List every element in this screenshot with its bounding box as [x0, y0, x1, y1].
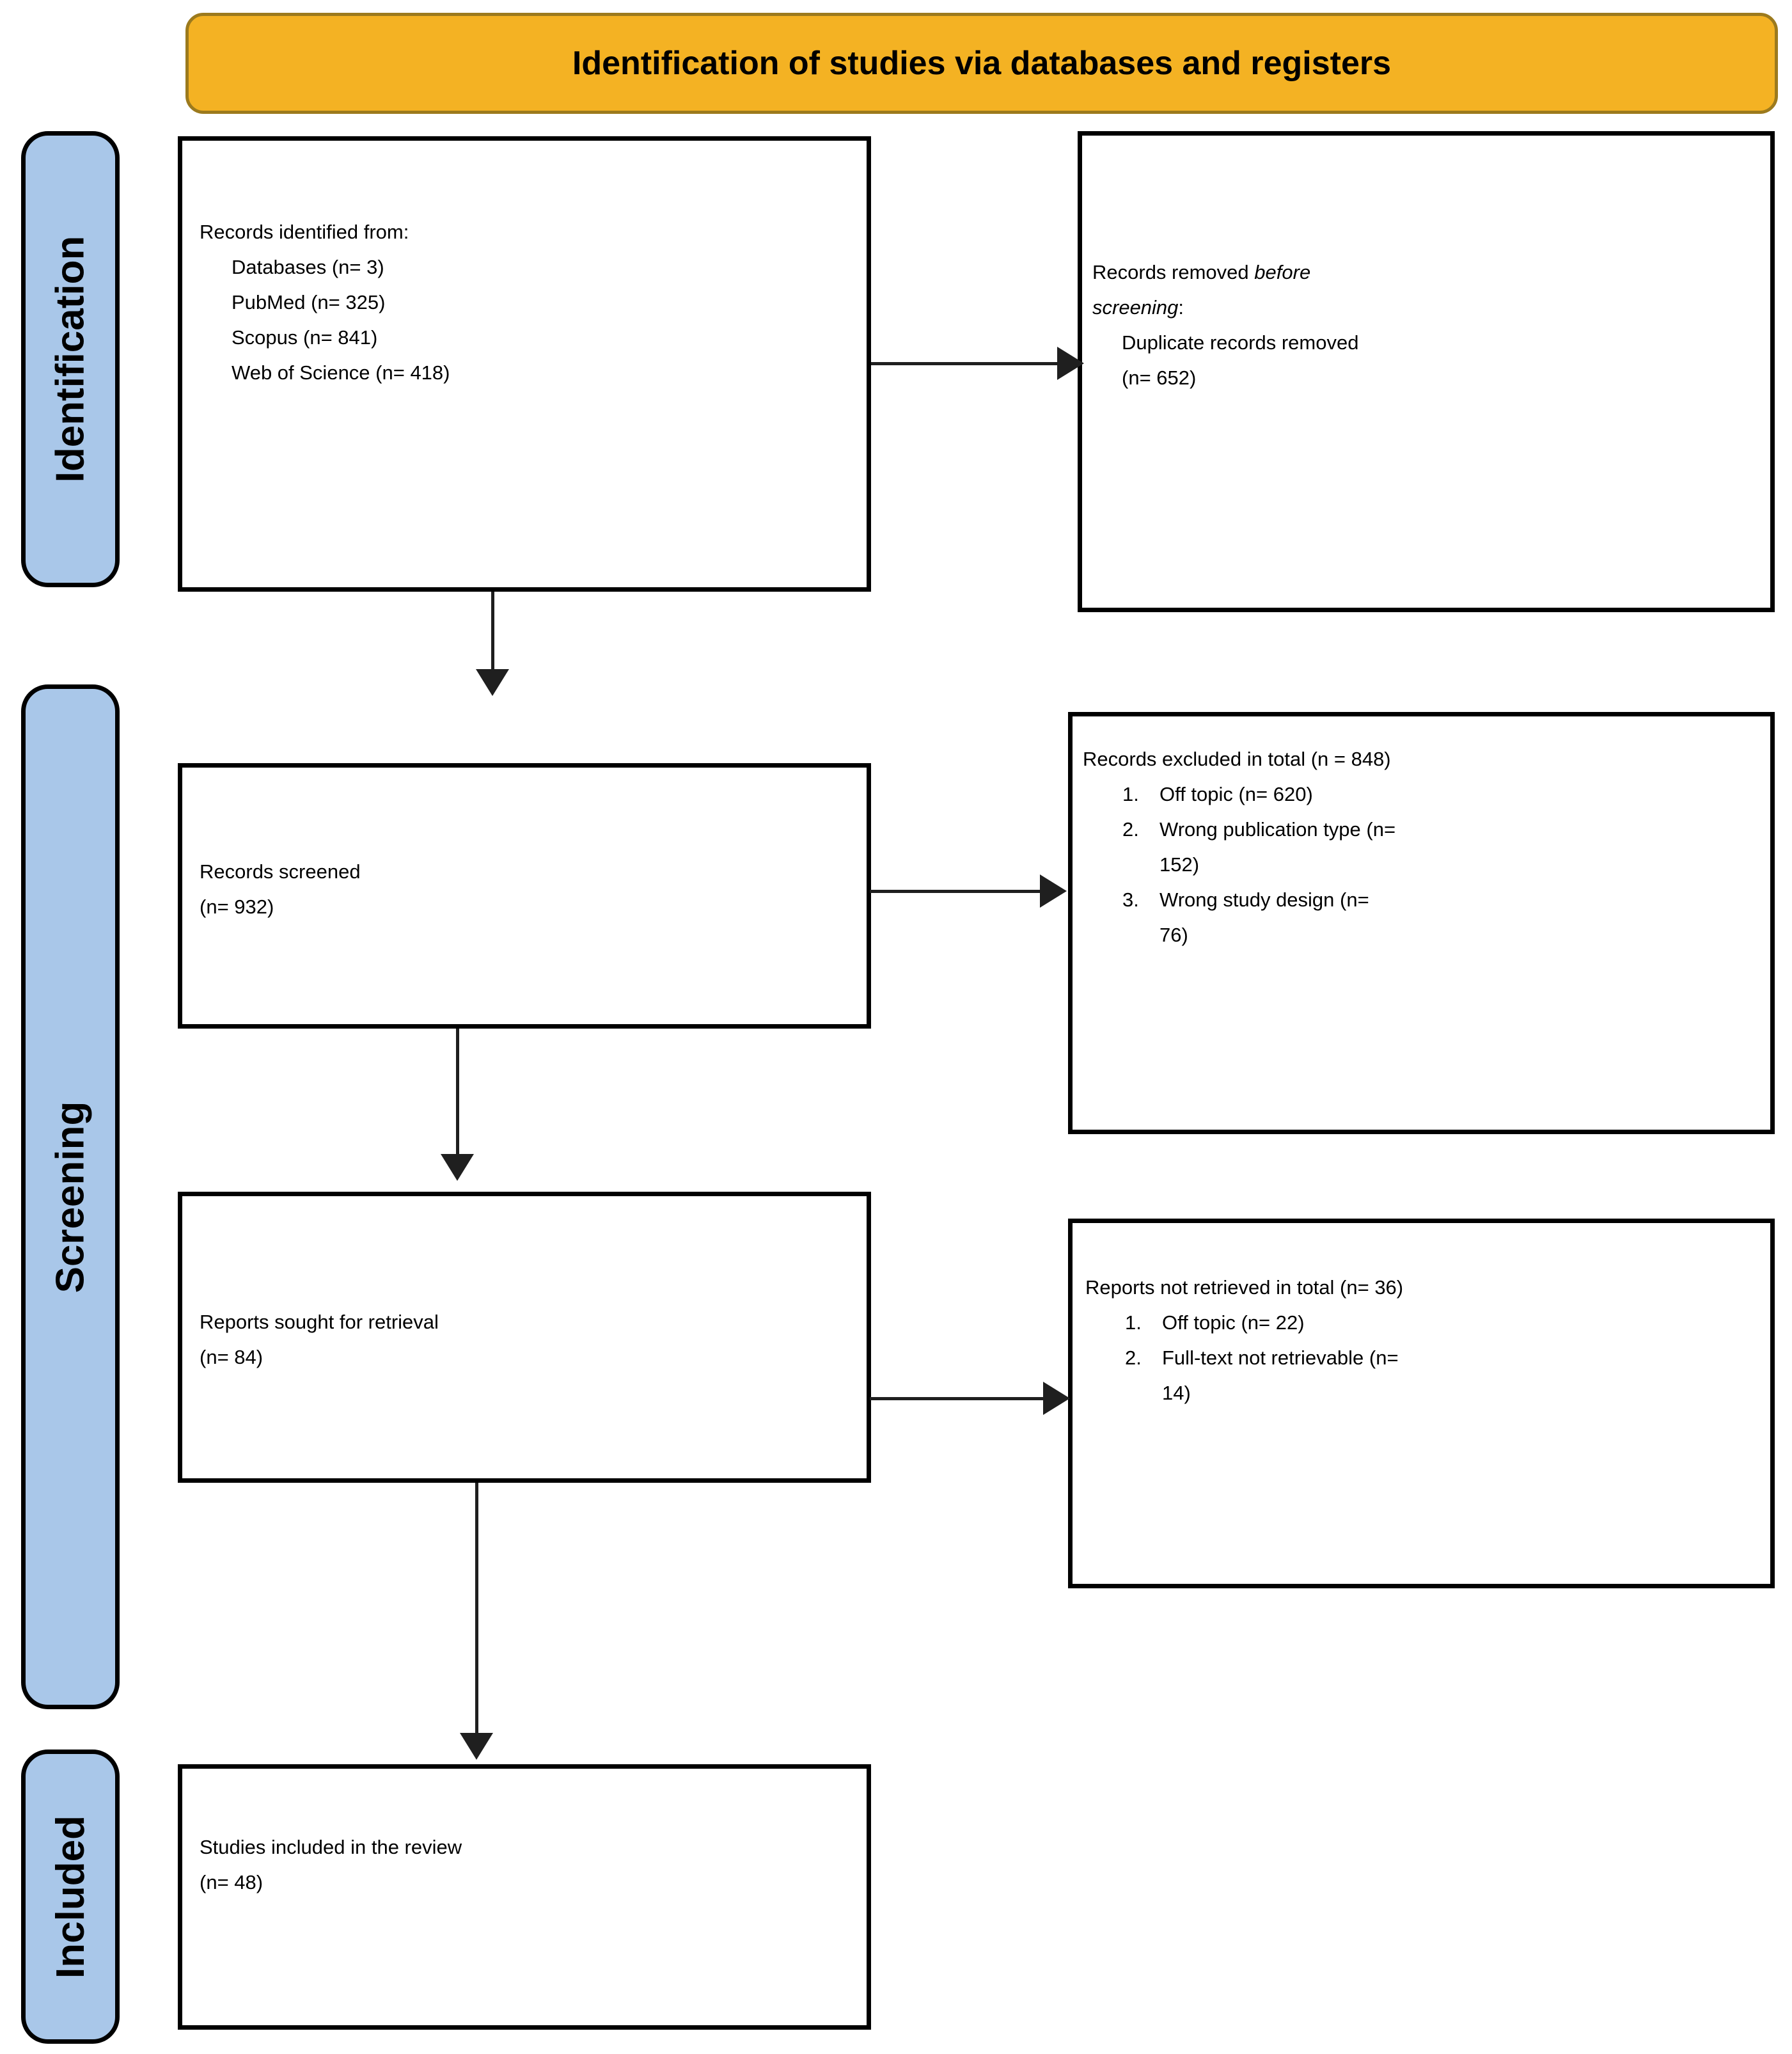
stage-included-label: Included: [48, 1815, 93, 1979]
records-identified-item: Web of Science (n= 418): [232, 361, 450, 384]
records-removed-intro-prefix: Records removed: [1092, 261, 1255, 283]
reports-sought-line: Reports sought for retrieval: [200, 1311, 439, 1333]
records-removed-intro-italic: before screening: [1092, 261, 1311, 319]
arrow-identified-to-removed-line: [871, 362, 1060, 365]
reports-not-retrieved-item: 1. Off topic (n= 22): [1085, 1305, 1757, 1340]
reports-not-retrieved-item: 2. Full-text not retrievable (n= 14): [1085, 1340, 1757, 1410]
records-identified-intro: Records identified from:: [200, 221, 409, 243]
list-number: 3.: [1122, 889, 1139, 911]
box-reports-sought: Reports sought for retrieval (n= 84): [178, 1192, 871, 1483]
list-number: 1.: [1122, 783, 1139, 805]
arrow-screened-to-excluded-line: [870, 890, 1042, 893]
arrow-sought-to-included-line: [475, 1483, 478, 1735]
arrow-screened-to-sought-line: [456, 1029, 459, 1157]
records-excluded-item: 3. Wrong study design (n= 76): [1083, 882, 1757, 952]
stage-identification-label: Identification: [48, 235, 93, 483]
records-identified-item: PubMed (n= 325): [232, 291, 386, 313]
records-screened-line: Records screened: [200, 860, 361, 883]
stage-screening: Screening: [21, 684, 120, 1709]
box-studies-included: Studies included in the review (n= 48): [178, 1764, 871, 2030]
stage-identification: Identification: [21, 131, 120, 587]
box-records-removed: Records removed before screening: Duplic…: [1078, 131, 1775, 612]
arrow-sought-to-not-retrieved-head-icon: [1043, 1382, 1070, 1415]
records-excluded-item: 1. Off topic (n= 620): [1083, 777, 1757, 812]
list-text: Wrong publication type (n= 152): [1159, 818, 1396, 876]
box-reports-not-retrieved: Reports not retrieved in total (n= 36) 1…: [1068, 1219, 1775, 1588]
box-records-screened: Records screened (n= 932): [178, 763, 871, 1029]
arrow-sought-to-included-head-icon: [460, 1733, 493, 1760]
list-text: Off topic (n= 22): [1162, 1311, 1305, 1334]
records-removed-item: Duplicate records removed (n= 652): [1122, 331, 1359, 389]
list-number: 2.: [1125, 1347, 1142, 1369]
stage-screening-label: Screening: [48, 1101, 93, 1293]
list-text: Off topic (n= 620): [1159, 783, 1313, 805]
studies-included-count: (n= 48): [200, 1871, 263, 1893]
list-text: Full-text not retrievable (n= 14): [1162, 1347, 1399, 1404]
list-text: Wrong study design (n= 76): [1159, 889, 1369, 946]
box-records-identified: Records identified from: Databases (n= 3…: [178, 136, 871, 592]
records-identified-item: Databases (n= 3): [232, 256, 384, 278]
records-excluded-item: 2. Wrong publication type (n= 152): [1083, 812, 1757, 882]
arrow-sought-to-not-retrieved-line: [870, 1397, 1046, 1400]
arrow-screened-to-sought-head-icon: [441, 1154, 474, 1181]
records-removed-intro-suffix: :: [1178, 296, 1184, 319]
reports-not-retrieved-intro: Reports not retrieved in total (n= 36): [1085, 1276, 1404, 1299]
records-removed-intro: Records removed before screening:: [1092, 255, 1393, 325]
header-banner: Identification of studies via databases …: [185, 13, 1778, 114]
header-title: Identification of studies via databases …: [572, 45, 1392, 82]
arrow-identified-to-screened-line: [491, 592, 494, 672]
arrow-identified-to-removed-head-icon: [1057, 347, 1084, 380]
list-number: 1.: [1125, 1311, 1142, 1334]
stage-included: Included: [21, 1750, 120, 2044]
arrow-identified-to-screened-head-icon: [476, 669, 509, 696]
records-identified-item: Scopus (n= 841): [232, 326, 378, 349]
list-number: 2.: [1122, 818, 1139, 841]
records-screened-count: (n= 932): [200, 896, 274, 918]
reports-sought-count: (n= 84): [200, 1346, 263, 1368]
records-excluded-intro: Records excluded in total (n = 848): [1083, 748, 1391, 770]
arrow-screened-to-excluded-head-icon: [1040, 874, 1067, 908]
studies-included-line: Studies included in the review: [200, 1836, 462, 1858]
box-records-excluded: Records excluded in total (n = 848) 1. O…: [1068, 712, 1775, 1134]
